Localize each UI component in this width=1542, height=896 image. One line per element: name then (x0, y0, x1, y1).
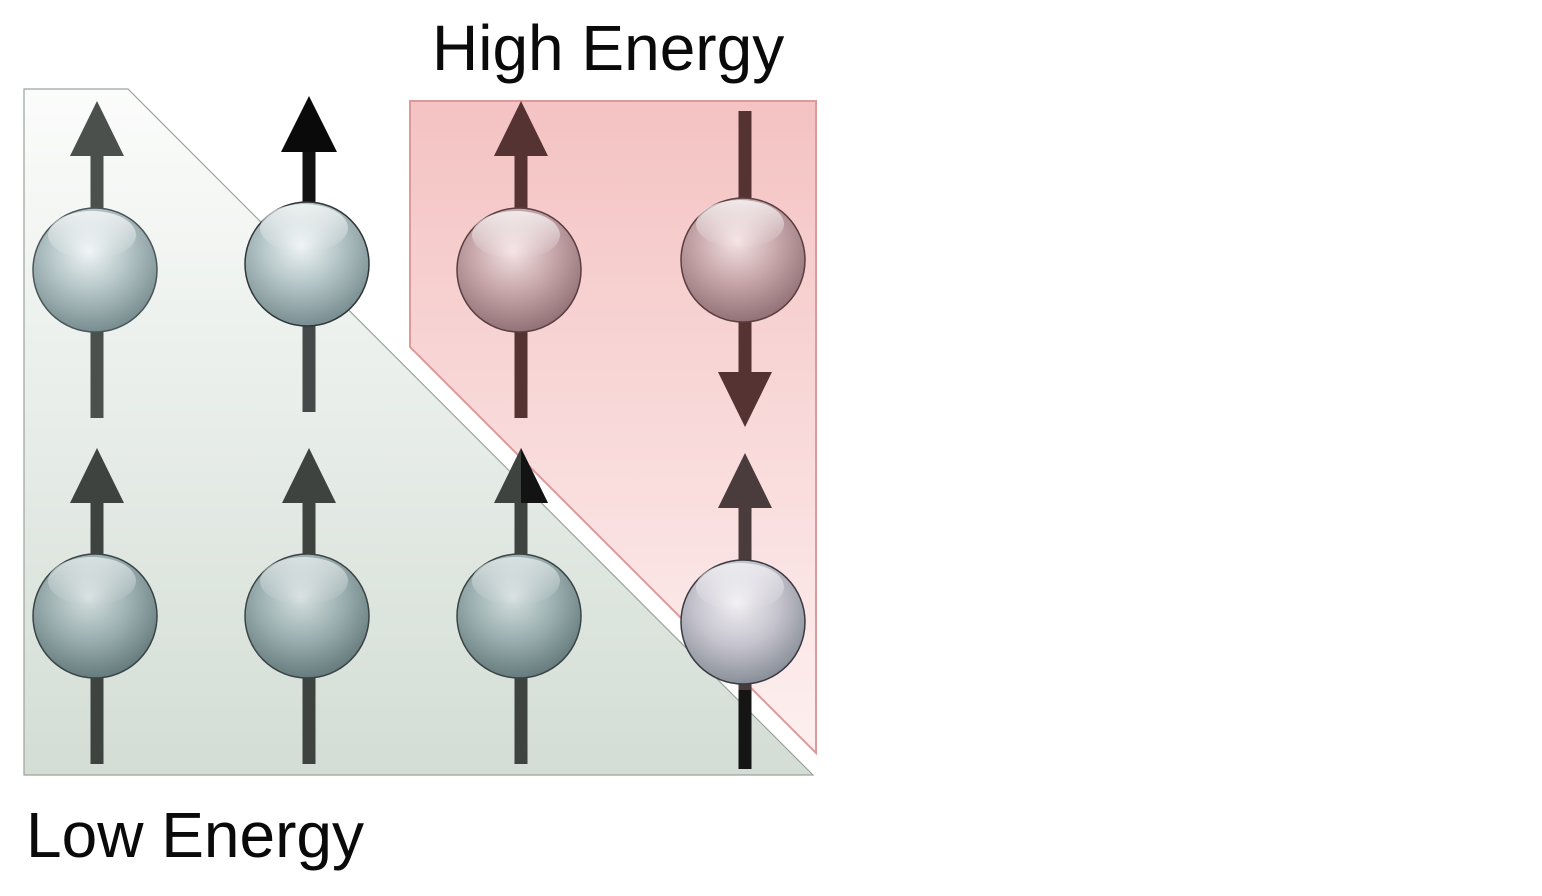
spin-top-3 (456, 101, 582, 418)
arrow-up-icon (281, 96, 337, 152)
arrow-down-icon (718, 372, 772, 427)
spin-bottom-3 (456, 448, 582, 764)
arrow-up-icon (282, 448, 336, 503)
arrow-up-icon (70, 448, 124, 503)
low-energy-region (23, 88, 815, 776)
arrow-up-icon (494, 101, 548, 156)
spin-top-2 (244, 96, 370, 412)
spin-top-4 (680, 111, 806, 427)
arrow-up-icon (70, 101, 124, 156)
spin-bottom-4 (680, 453, 806, 769)
spin-bottom-1 (32, 448, 158, 764)
spin-top-1 (32, 101, 158, 418)
spin-bottom-2 (244, 448, 370, 764)
high-energy-label: High Energy (432, 12, 785, 84)
arrow-up-icon (718, 453, 772, 508)
low-energy-label: Low Energy (26, 799, 364, 871)
